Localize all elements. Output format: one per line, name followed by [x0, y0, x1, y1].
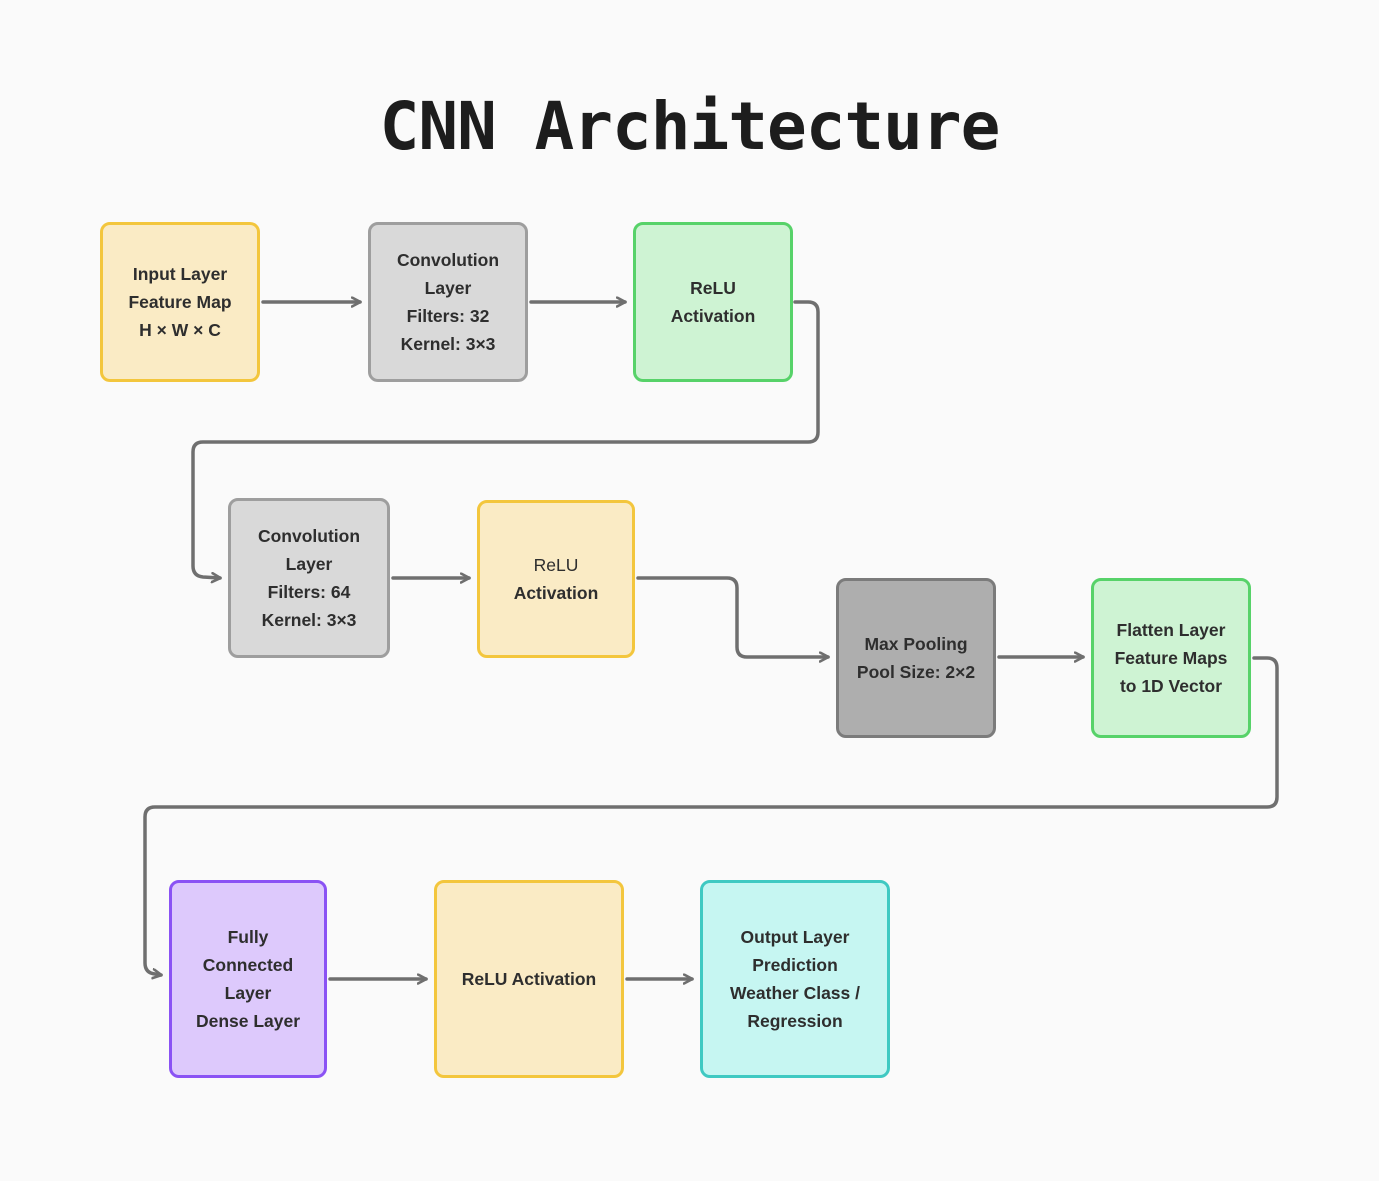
- node-line: Regression: [747, 1011, 843, 1031]
- node-line: Feature Maps: [1114, 648, 1228, 668]
- node-line: Dense Layer: [195, 1011, 301, 1031]
- node-line: H × W × C: [139, 320, 221, 340]
- node-line: Kernel: 3×3: [261, 610, 357, 630]
- node-line: Filters: 32: [406, 306, 490, 326]
- node-line: Feature Map: [128, 292, 232, 312]
- node-output-layer: Output Layer Prediction Weather Class / …: [700, 880, 890, 1078]
- node-line: Convolution: [396, 250, 500, 270]
- node-flatten-layer: Flatten Layer Feature Maps to 1D Vector: [1091, 578, 1251, 738]
- node-relu-activation-3: ReLU Activation: [434, 880, 624, 1078]
- node-line: Activation: [513, 583, 599, 603]
- node-line: Weather Class /: [729, 983, 860, 1003]
- node-line: Convolution: [257, 526, 361, 546]
- connector-relu2-maxpool: [636, 576, 828, 657]
- node-convolution-layer-64: Convolution Layer Filters: 64 Kernel: 3×…: [228, 498, 390, 658]
- node-line: ReLU Activation: [461, 969, 597, 989]
- node-input-layer: Input Layer Feature Map H × W × C: [100, 222, 260, 382]
- node-convolution-layer-32: Convolution Layer Filters: 32 Kernel: 3×…: [368, 222, 528, 382]
- node-line: Pool Size: 2×2: [856, 662, 976, 682]
- diagram-title: CNN Architecture: [379, 88, 1001, 165]
- node-line: Activation: [670, 306, 756, 326]
- node-line: Layer: [424, 278, 472, 298]
- node-line: Input Layer: [132, 264, 228, 284]
- node-line: Output Layer: [740, 927, 850, 947]
- node-line: Filters: 64: [267, 582, 351, 602]
- node-line: Prediction: [752, 955, 838, 975]
- node-max-pooling: Max Pooling Pool Size: 2×2: [836, 578, 996, 738]
- node-line: Fully: [227, 927, 269, 947]
- node-fully-connected-layer: Fully Connected Layer Dense Layer: [169, 880, 327, 1078]
- node-relu-activation-1: ReLU Activation: [633, 222, 793, 382]
- node-line: Layer: [224, 983, 272, 1003]
- node-line: Connected: [202, 955, 294, 975]
- node-line: Kernel: 3×3: [400, 334, 496, 354]
- node-line: to 1D Vector: [1119, 676, 1223, 696]
- node-line: Max Pooling: [864, 634, 968, 654]
- node-line: Flatten Layer: [1116, 620, 1226, 640]
- node-line: ReLU: [533, 555, 579, 575]
- node-relu-activation-2: ReLU Activation: [477, 500, 635, 658]
- node-line: ReLU: [690, 278, 736, 298]
- node-line: Layer: [285, 554, 333, 574]
